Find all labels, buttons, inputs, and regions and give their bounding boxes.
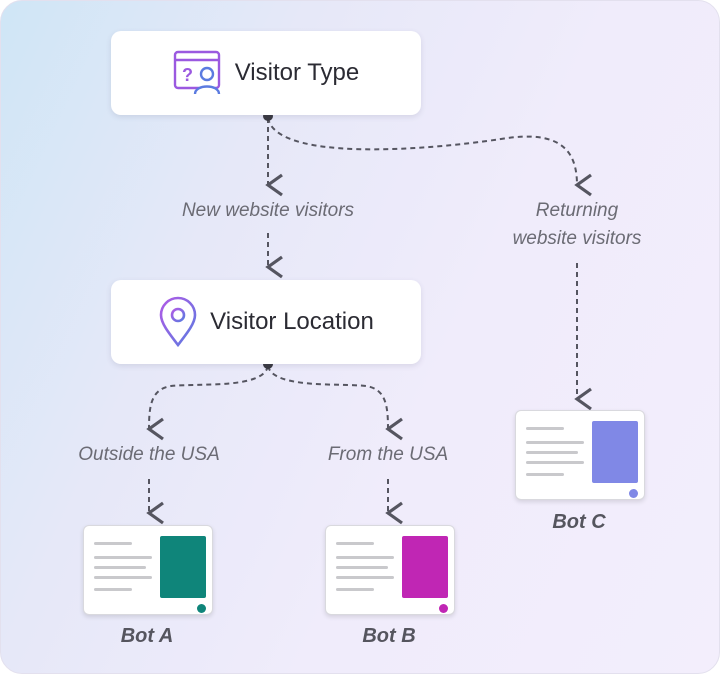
branch-label-new-visitors: New website visitors <box>181 200 355 221</box>
text-line <box>526 427 564 430</box>
location-pin-icon <box>158 296 198 348</box>
bot-c-name: Bot C <box>552 511 606 533</box>
text-line <box>94 588 132 591</box>
branch-label-returning-line2: website visitors <box>512 228 642 249</box>
branch-label-returning-line1: Returning <box>535 200 619 221</box>
bot-b-status-dot <box>439 604 448 613</box>
text-line <box>336 588 374 591</box>
connector-location-to-from <box>267 365 403 441</box>
bot-a-panel <box>160 536 206 598</box>
bot-b-card <box>325 525 455 615</box>
text-line <box>336 556 394 559</box>
bot-c-status-dot <box>629 489 638 498</box>
text-line <box>526 451 578 454</box>
svg-text:?: ? <box>182 65 193 85</box>
text-line <box>336 576 394 579</box>
visitor-type-label: Visitor Type <box>234 59 360 86</box>
connector-type-to-returning <box>267 117 592 197</box>
bot-c-card <box>515 410 645 500</box>
text-line <box>526 473 564 476</box>
bot-b-panel <box>402 536 448 598</box>
visitor-type-icon: ? <box>173 50 223 96</box>
text-line <box>526 461 584 464</box>
text-line <box>94 542 132 545</box>
bot-a-status-dot <box>197 604 206 613</box>
branch-label-outside-usa: Outside the USA <box>78 444 220 465</box>
text-line <box>94 566 146 569</box>
bot-a-name: Bot A <box>120 625 174 647</box>
text-line <box>336 566 388 569</box>
branch-label-from-usa: From the USA <box>327 444 449 465</box>
text-line <box>94 576 152 579</box>
bot-a-card <box>83 525 213 615</box>
text-line <box>526 441 584 444</box>
text-line <box>94 556 152 559</box>
connector-location-to-outside <box>146 365 269 441</box>
bot-c-panel <box>592 421 638 483</box>
visitor-type-node: ? Visitor Type <box>111 31 421 115</box>
visitor-location-label: Visitor Location <box>210 308 374 335</box>
bot-b-name: Bot B <box>362 625 416 647</box>
branch-label-returning: Returning website visitors <box>487 197 667 253</box>
visitor-location-node: Visitor Location <box>111 280 421 364</box>
text-line <box>336 542 374 545</box>
